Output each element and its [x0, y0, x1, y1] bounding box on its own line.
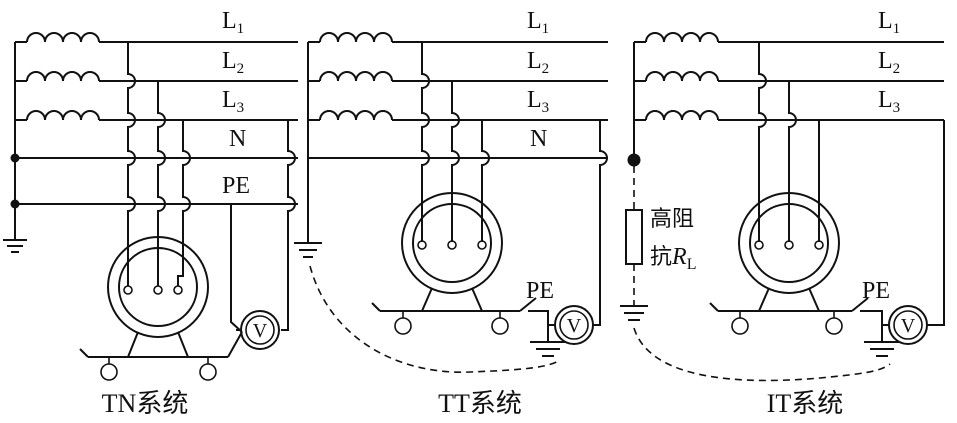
- tt-voltmeter: V: [554, 305, 594, 345]
- it-pe-label: PE: [862, 278, 890, 304]
- it-impedance-label-line2: 抗RL: [650, 244, 696, 273]
- tn-pe-label: PE: [222, 173, 250, 199]
- it-earth-return-path: [633, 327, 891, 382]
- tn-l2-label: L2: [222, 48, 244, 77]
- it-bus-lines: [718, 41, 944, 121]
- tn-ground-symbol: [3, 239, 27, 253]
- tt-transformer-coils: [307, 32, 393, 243]
- it-high-impedance-resistor: [625, 166, 643, 306]
- tt-feeders: [417, 42, 608, 342]
- it-voltmeter: V: [888, 305, 928, 345]
- tt-system: V L1 L2 L3 N PE TT系统: [294, 8, 608, 418]
- it-transformer-coils: [627, 32, 719, 167]
- tt-l2-label: L2: [527, 48, 549, 77]
- it-voltmeter-symbol: V: [901, 315, 916, 337]
- tt-l3-label: L3: [527, 87, 549, 116]
- tn-l1-label: L1: [222, 8, 244, 37]
- it-system: V L1 L2 L3 PE 高阻 抗RL IT系统: [620, 8, 945, 418]
- it-impedance-label-line1: 高阻: [650, 207, 694, 232]
- it-caption: IT系统: [767, 389, 844, 418]
- tt-l1-label: L1: [527, 8, 549, 37]
- tn-l3-label: L3: [222, 87, 244, 116]
- tn-system: V L1 L2 L3 N PE TN系统: [3, 8, 298, 418]
- tn-n-label: N: [229, 126, 246, 152]
- tn-bus-lines: [10, 41, 298, 209]
- tt-local-ground: [530, 341, 566, 357]
- it-l1-label: L1: [878, 8, 900, 37]
- tn-voltmeter-symbol: V: [253, 320, 268, 342]
- tn-voltmeter: V: [236, 310, 280, 350]
- it-l3-label: L3: [878, 87, 900, 116]
- tt-earth-return-path: [309, 265, 561, 373]
- it-feeders: [754, 42, 945, 342]
- it-l2-label: L2: [878, 48, 900, 77]
- tt-bus-lines: [308, 41, 608, 159]
- tt-voltmeter-symbol: V: [567, 315, 582, 337]
- tn-transformer-coils: [14, 32, 100, 240]
- tt-source-ground: [294, 242, 322, 258]
- tt-n-label: N: [530, 126, 547, 152]
- tn-caption: TN系统: [102, 389, 189, 418]
- it-local-ground: [864, 341, 900, 357]
- it-source-ground: [620, 305, 648, 321]
- tt-pe-label: PE: [526, 278, 554, 304]
- tt-caption: TT系统: [438, 389, 522, 418]
- it-motor: [709, 192, 852, 335]
- tt-motor: [371, 192, 520, 335]
- tn-motor: [79, 236, 228, 381]
- tn-feeders: [123, 42, 296, 358]
